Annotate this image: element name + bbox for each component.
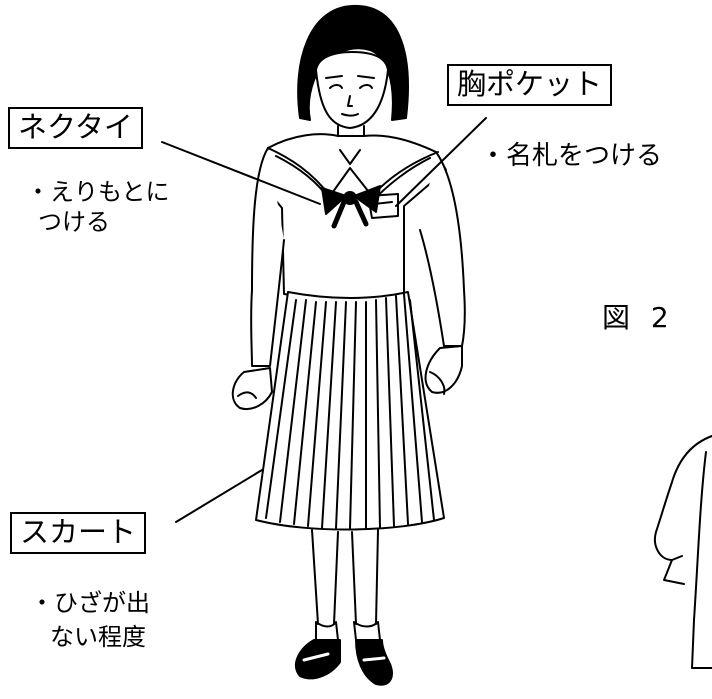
sailor-collar — [267, 147, 439, 197]
necktie-leader-line — [161, 141, 321, 205]
chest-pocket-leader-line — [395, 117, 487, 207]
necktie-label: ネクタイ — [8, 107, 143, 149]
skirt-leader-line — [175, 469, 263, 523]
chest-pocket-note: ・名札をつける — [480, 141, 663, 171]
face — [315, 51, 389, 129]
chest-pocket-label: 胸ポケット — [447, 64, 613, 106]
legs — [311, 529, 379, 625]
right-arm — [419, 151, 466, 347]
necktie-note-line1: ・えりもとに — [26, 178, 170, 206]
necktie-note-line2: つける — [38, 208, 110, 236]
left-arm — [250, 147, 285, 367]
right-hand — [424, 345, 463, 394]
skirt-label: スカート — [10, 512, 147, 554]
partial-figure — [654, 435, 712, 669]
skirt-note-line2: ない程度 — [50, 623, 146, 651]
left-hand — [231, 367, 273, 410]
skirt-note-line1: ・ひざが出 — [30, 589, 150, 617]
chest-pocket — [367, 193, 399, 219]
hair — [297, 4, 409, 121]
left-shoe — [295, 639, 341, 680]
necktie-bow — [321, 185, 381, 215]
figure-label: 図 2 — [602, 301, 675, 334]
right-shoe — [355, 639, 393, 686]
pleated-skirt — [255, 291, 445, 531]
skirt-pleats — [265, 293, 435, 529]
